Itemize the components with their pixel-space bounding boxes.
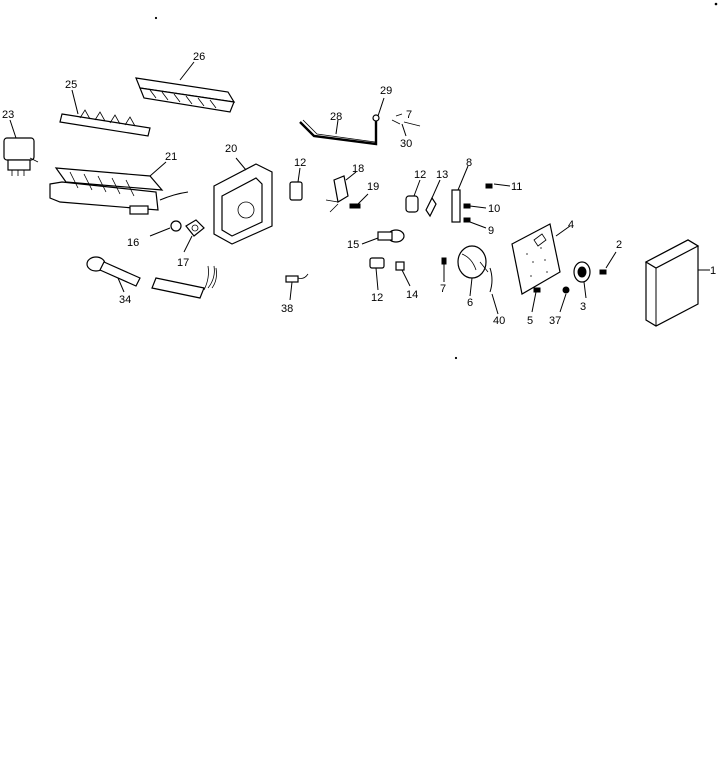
label-23: 23 xyxy=(2,109,14,121)
label-29: 29 xyxy=(380,85,392,97)
label-8: 8 xyxy=(466,157,472,169)
label-34: 34 xyxy=(119,294,131,306)
label-40: 40 xyxy=(493,315,505,327)
part-21-mold xyxy=(49,161,189,215)
label-13: 13 xyxy=(436,169,448,181)
label-6: 6 xyxy=(467,297,473,309)
part-40 xyxy=(489,267,499,315)
scan-specks xyxy=(154,2,718,360)
part-23-valve xyxy=(3,119,39,176)
label-5: 5 xyxy=(527,315,533,327)
label-25: 25 xyxy=(65,79,77,91)
part-18-19 xyxy=(325,171,369,213)
label-7a: 7 xyxy=(440,283,446,295)
label-17: 17 xyxy=(177,257,189,269)
label-14: 14 xyxy=(406,289,418,301)
label-9: 9 xyxy=(488,225,494,237)
label-12b: 12 xyxy=(414,169,426,181)
label-20: 20 xyxy=(225,143,237,155)
part-15 xyxy=(361,229,405,245)
part-38 xyxy=(285,273,309,301)
part-12-14-bottom xyxy=(369,257,411,291)
part-6-7-motor xyxy=(441,245,489,297)
label-21: 21 xyxy=(165,151,177,163)
label-30: 30 xyxy=(400,138,412,150)
part-12-13-8 xyxy=(405,165,511,229)
label-37: 37 xyxy=(549,315,561,327)
part-34-fill-tube xyxy=(86,256,217,299)
label-28: 28 xyxy=(330,111,342,123)
label-3: 3 xyxy=(580,301,586,313)
label-19: 19 xyxy=(367,181,379,193)
label-2: 2 xyxy=(616,239,622,251)
label-38: 38 xyxy=(281,303,293,315)
label-12c: 12 xyxy=(371,292,383,304)
label-12a: 12 xyxy=(294,157,306,169)
part-25-ejector xyxy=(59,89,151,137)
label-10: 10 xyxy=(488,203,500,215)
part-12-top xyxy=(289,167,303,201)
label-7b: 7 xyxy=(406,109,412,121)
part-4-plate xyxy=(511,223,571,295)
part-1-cover xyxy=(644,239,710,327)
label-16: 16 xyxy=(127,237,139,249)
part-5-37-3-2 xyxy=(531,251,617,313)
label-26: 26 xyxy=(193,51,205,63)
part-26-stripper xyxy=(135,61,236,113)
part-20-housing xyxy=(213,157,273,245)
label-18: 18 xyxy=(352,163,364,175)
label-4: 4 xyxy=(568,219,574,231)
part-28-29-30-arm xyxy=(299,97,421,146)
label-1: 1 xyxy=(710,265,716,277)
callout-labels: 1 2 3 4 5 6 7 7 8 9 10 11 12 12 12 13 14… xyxy=(2,51,716,327)
label-11: 11 xyxy=(511,181,522,193)
part-16-17 xyxy=(149,219,205,253)
label-15: 15 xyxy=(347,239,359,251)
